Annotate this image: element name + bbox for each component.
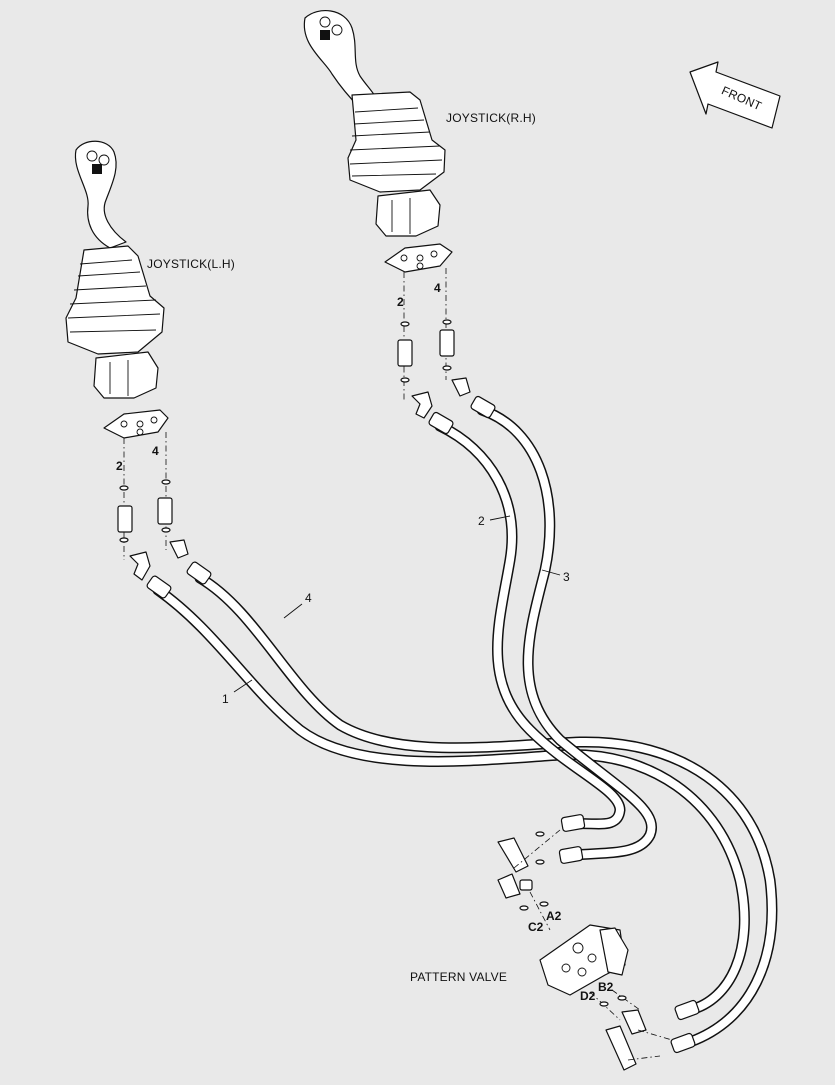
joystick-rh bbox=[303, 10, 471, 419]
joystick-lh-label: JOYSTICK(L.H) bbox=[147, 257, 235, 271]
callout-hose-4: 4 bbox=[305, 591, 312, 605]
hose-2 bbox=[434, 420, 626, 830]
joystick-rh-label: JOYSTICK(R.H) bbox=[446, 111, 536, 125]
joystick-lh bbox=[65, 140, 189, 581]
port-b2-label: B2 bbox=[598, 980, 614, 994]
callout-hose-3: 3 bbox=[563, 570, 570, 584]
port-c2-label: C2 bbox=[528, 920, 544, 934]
hose-4 bbox=[194, 572, 778, 1048]
leader-hose-2 bbox=[489, 515, 511, 521]
port-a2-label: A2 bbox=[546, 909, 562, 923]
callout-hose-1: 1 bbox=[222, 692, 229, 706]
callout-lh-item-2: 2 bbox=[116, 459, 123, 473]
callout-hose-2: 2 bbox=[478, 514, 485, 528]
callout-lh-item-4: 4 bbox=[152, 444, 159, 458]
callout-rh-item-2: 2 bbox=[397, 295, 404, 309]
front-arrow-icon bbox=[689, 61, 781, 129]
leader-hose-1 bbox=[233, 679, 253, 693]
leader-hose-4 bbox=[283, 603, 303, 619]
pattern-valve bbox=[497, 829, 673, 1071]
callout-rh-item-4: 4 bbox=[434, 281, 441, 295]
hose-ferrules bbox=[146, 395, 700, 1054]
pattern-valve-label: PATTERN VALVE bbox=[410, 970, 507, 984]
hose-1 bbox=[152, 584, 750, 1016]
leader-hose-3 bbox=[541, 569, 561, 576]
port-d2-label: D2 bbox=[580, 989, 596, 1003]
hose-3 bbox=[476, 404, 657, 861]
